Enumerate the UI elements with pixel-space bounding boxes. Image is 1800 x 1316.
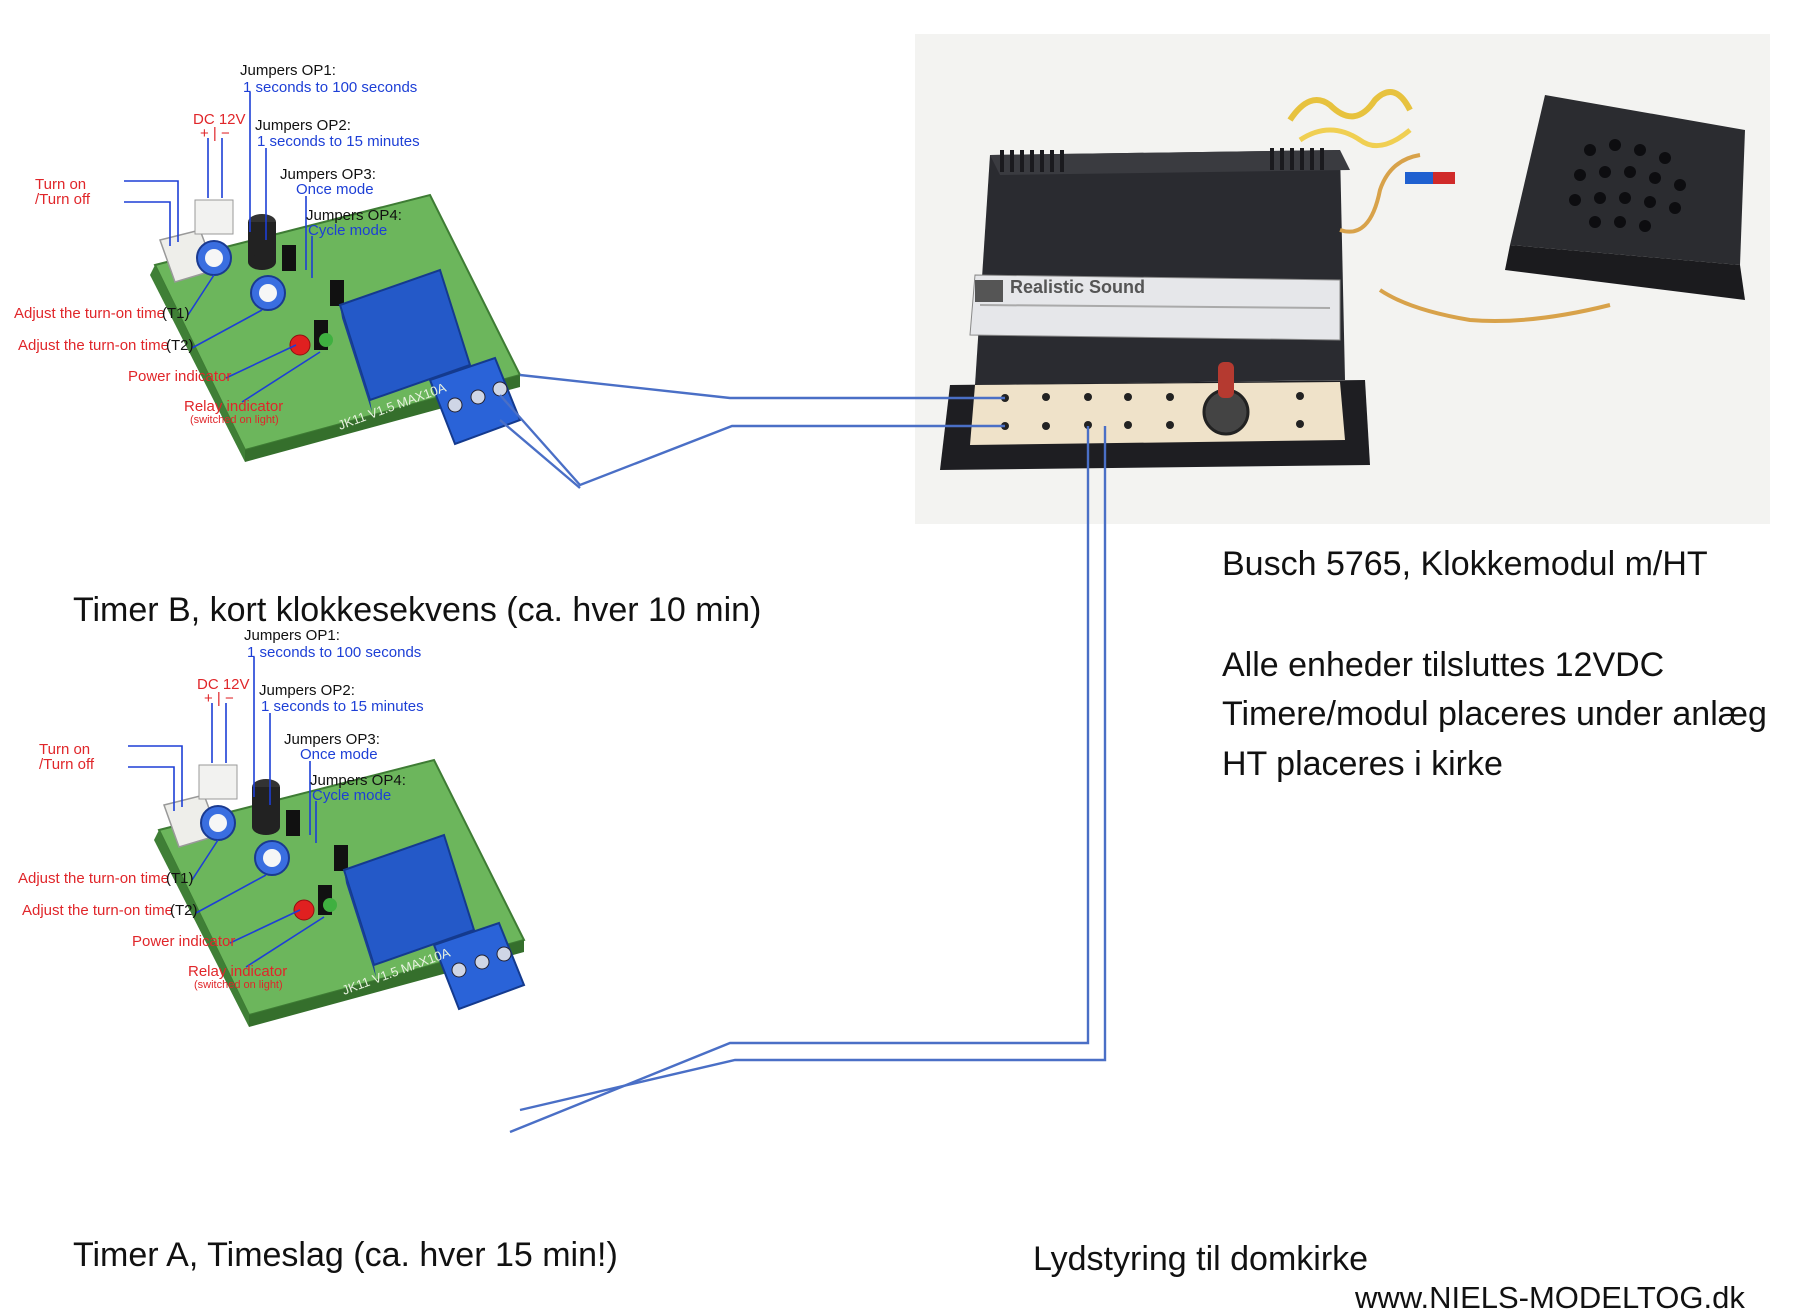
timer-b-leader-lines — [124, 92, 321, 403]
timer-b-adjust-t2-label: Adjust the turn-on time — [18, 337, 169, 354]
timer-a-polarity-label: + | − — [204, 690, 234, 707]
timer-b-op4-label: Jumpers OP4: — [306, 207, 402, 224]
timer-b-op3-value: Once mode — [296, 181, 374, 198]
timer-b-labels: Jumpers OP1: 1 seconds to 100 seconds DC… — [14, 62, 420, 426]
timer-a-op4-label: Jumpers OP4: — [310, 772, 406, 789]
connection-wires — [499, 373, 1107, 1134]
timer-a-t2-tag: (T2) — [170, 902, 198, 919]
timer-a-relay-note: (switched on light) — [194, 979, 283, 991]
timer-b-t2-tag: (T2) — [166, 337, 194, 354]
timer-a-dc-label: DC 12V — [197, 676, 250, 693]
note-ht: HT placeres i kirke — [1222, 745, 1503, 783]
timer-b-relay-note: (switched on light) — [190, 414, 279, 426]
timer-b-op3-label: Jumpers OP3: — [280, 166, 376, 183]
timer-a-relay-indicator-label: Relay indicator — [188, 963, 287, 980]
timer-a-power-indicator-label: Power indicator — [132, 933, 235, 950]
timer-a-leader-lines — [128, 657, 325, 968]
timer-a-op4-value: Cycle mode — [312, 787, 391, 804]
timer-a-op1-label: Jumpers OP1: — [244, 627, 340, 644]
timer-b-op2-label: Jumpers OP2: — [255, 117, 351, 134]
footer-url: www.NIELS-MODELTOG.dk — [1355, 1280, 1745, 1315]
timer-b-caption: Timer B, kort klokkesekvens (ca. hver 10… — [73, 591, 762, 629]
timer-a-op2-label: Jumpers OP2: — [259, 682, 355, 699]
timer-a-op2-value: 1 seconds to 15 minutes — [261, 698, 424, 715]
timer-a-op3-label: Jumpers OP3: — [284, 731, 380, 748]
timer-b-op4-value: Cycle mode — [308, 222, 387, 239]
busch-module-photo: Realistic Sound — [915, 34, 1770, 524]
timer-b-polarity-label: + | − — [200, 125, 230, 142]
note-placement: Timere/modul placeres under anlæg — [1222, 695, 1767, 733]
module-title: Busch 5765, Klokkemodul m/HT — [1222, 545, 1708, 583]
timer-b-op1-value: 1 seconds to 100 seconds — [243, 79, 417, 96]
footer-title: Lydstyring til domkirke — [1033, 1240, 1369, 1278]
timer-a-op1-value: 1 seconds to 100 seconds — [247, 644, 421, 661]
timer-a-turn-off-label: /Turn off — [39, 756, 95, 773]
module-brand-label: Realistic Sound — [1010, 277, 1145, 297]
timer-b-adjust-t1-label: Adjust the turn-on time — [14, 305, 165, 322]
timer-a-op3-value: Once mode — [300, 746, 378, 763]
timer-b-dc-label: DC 12V — [193, 111, 246, 128]
timer-a-t1-tag: (T1) — [166, 870, 194, 887]
timer-b-op1-label: Jumpers OP1: — [240, 62, 336, 79]
timer-a-turn-on-label: Turn on — [39, 741, 90, 758]
timer-b-op2-value: 1 seconds to 15 minutes — [257, 133, 420, 150]
timer-b-t1-tag: (T1) — [162, 305, 190, 322]
timer-a-labels: Jumpers OP1: 1 seconds to 100 seconds DC… — [18, 627, 424, 991]
timer-b-turn-on-label: Turn on — [35, 176, 86, 193]
timer-a-caption: Timer A, Timeslag (ca. hver 15 min!) — [73, 1236, 618, 1274]
timer-a-adjust-t2-label: Adjust the turn-on time — [22, 902, 173, 919]
timer-b-power-indicator-label: Power indicator — [128, 368, 231, 385]
note-power: Alle enheder tilsluttes 12VDC — [1222, 646, 1665, 684]
timer-b-turn-off-label: /Turn off — [35, 191, 91, 208]
timer-b-relay-indicator-label: Relay indicator — [184, 398, 283, 415]
timer-a-adjust-t1-label: Adjust the turn-on time — [18, 870, 169, 887]
